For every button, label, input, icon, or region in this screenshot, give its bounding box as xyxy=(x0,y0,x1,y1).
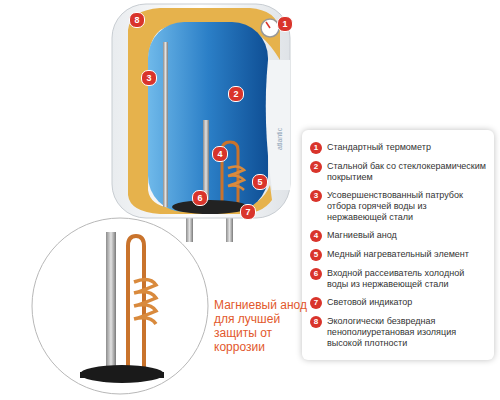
list-text: Световой индикатор xyxy=(327,297,487,308)
list-number: 8 xyxy=(310,316,322,328)
callout-number: 8 xyxy=(129,12,145,28)
list-number: 6 xyxy=(310,268,322,280)
list-text: Экологически безвредная пенополиуретанов… xyxy=(327,316,487,349)
list-text: Стандартный термометр xyxy=(327,142,487,153)
callout-number: 3 xyxy=(141,70,157,86)
list-text: Медный нагревательный элемент xyxy=(327,249,487,260)
callout-number: 1 xyxy=(277,16,293,32)
callout-number: 4 xyxy=(212,146,228,162)
list-number: 3 xyxy=(310,190,322,202)
list-number: 5 xyxy=(310,249,322,261)
list-text: Стальной бак со стеклокерамическим покры… xyxy=(327,161,487,183)
list-number: 4 xyxy=(310,230,322,242)
callout-number: 2 xyxy=(228,86,244,102)
list-text: Магниевый анод xyxy=(327,230,487,241)
list-text: Входной рассеиватель холодной воды из не… xyxy=(327,268,487,290)
callout-number: 5 xyxy=(252,174,268,190)
list-number: 1 xyxy=(310,142,322,154)
list-number: 2 xyxy=(310,161,322,173)
list-number: 7 xyxy=(310,297,322,309)
brand-name: atlantic xyxy=(276,128,283,150)
callout-number: 7 xyxy=(240,204,256,220)
list-text: Усовершенствованный патрубок отбора горя… xyxy=(327,190,487,223)
anode-caption: Магниевый анод для лучшей защиты от корр… xyxy=(214,298,326,354)
callout-number: 6 xyxy=(192,190,208,206)
